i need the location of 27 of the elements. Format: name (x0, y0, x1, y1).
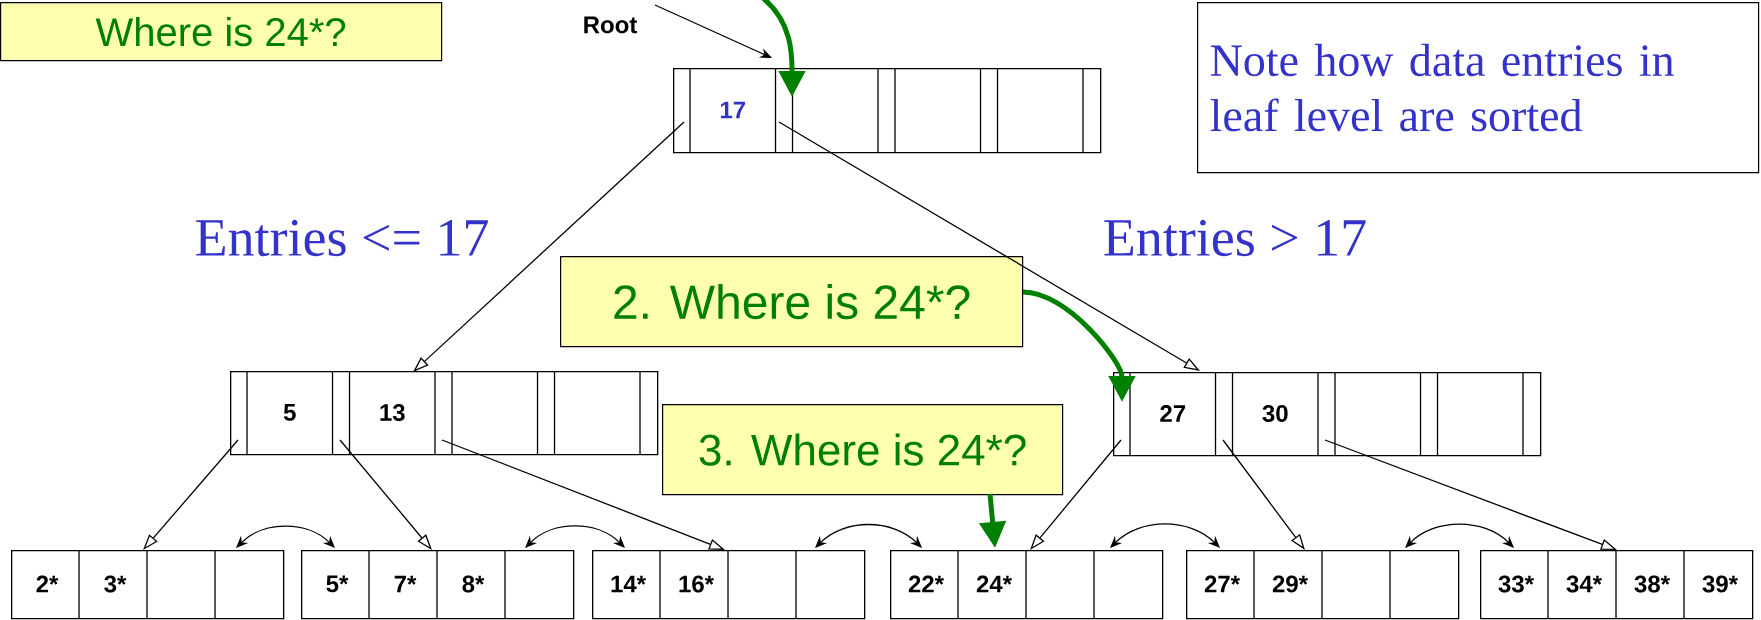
tree-pointer-arrow (143, 439, 239, 550)
leaf-node: 14* 16* (592, 549, 866, 620)
sibling-link-arrow (525, 525, 625, 548)
sibling-link-arrow (1110, 523, 1220, 548)
index-node: 5 13 (230, 370, 659, 456)
callout-box: Where is 24*? (0, 2, 443, 62)
tree-pointer-arrow (413, 121, 685, 372)
callout-box: 3. Where is 24*? (662, 404, 1064, 496)
root-label: Root (584, 16, 638, 34)
callout-box: 2. Where is 24*? (560, 256, 1024, 348)
tree-pointer-arrow (1030, 439, 1122, 550)
sibling-link-arrow (236, 525, 335, 548)
leaf-node: 22* 24* (890, 549, 1164, 620)
tree-pointer-arrow (1222, 439, 1305, 550)
leaf-node: 27* 29* (1186, 549, 1460, 620)
leaf-node: 5* 7* 8* (301, 549, 575, 620)
tree-pointer-arrow (339, 439, 432, 550)
index-node: 27 30 (1113, 371, 1542, 457)
arrow (654, 4, 772, 58)
region-label: Entries > 17 (1104, 219, 1366, 257)
region-label: Entries <= 17 (196, 219, 488, 257)
sibling-link-arrow (1405, 523, 1514, 548)
leaf-node: 2* 3* (11, 549, 285, 620)
sibling-link-arrow (815, 523, 922, 548)
leaf-node: 33* 34* 38* 39* (1480, 549, 1754, 620)
note-box: Note how data entries in leaf level are sorted (1197, 2, 1760, 174)
index-node: 17 (673, 67, 1102, 154)
